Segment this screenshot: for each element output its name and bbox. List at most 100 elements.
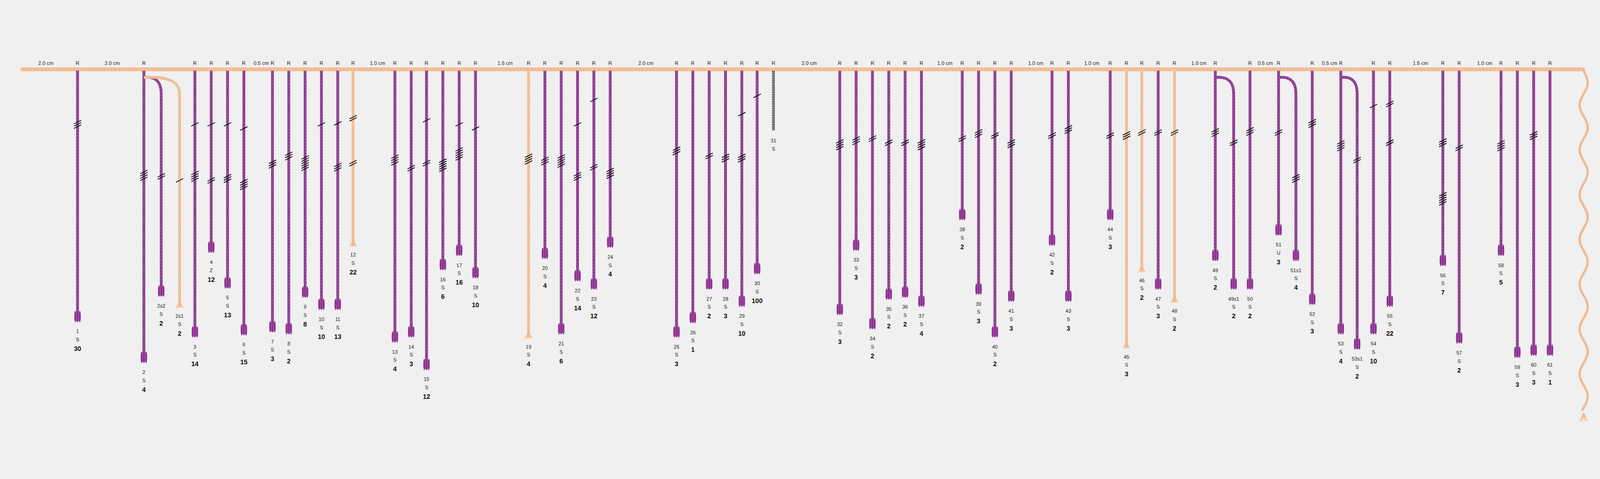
spacing-label: 1.0 cm xyxy=(1476,60,1493,66)
pendant-cord xyxy=(740,70,744,307)
r-label: R xyxy=(723,60,728,66)
cord-value: 4 xyxy=(543,282,547,290)
end-knot-lump xyxy=(855,239,857,251)
cord-fray xyxy=(528,332,532,339)
end-knot-lump xyxy=(708,278,710,290)
r-label: R xyxy=(1172,60,1177,66)
cord-value: 7 xyxy=(1440,289,1445,296)
cord-fray xyxy=(1583,413,1588,422)
knot-mark xyxy=(917,146,926,151)
knot-mark xyxy=(157,175,166,180)
twist-direction: S xyxy=(76,337,80,343)
pendant-cord xyxy=(474,70,478,278)
spacing-label: 2.0 cm xyxy=(638,60,654,66)
cord-value: 2 xyxy=(707,312,712,320)
cord-twist xyxy=(1215,77,1234,290)
knot-mark xyxy=(317,122,325,127)
cord-twist xyxy=(304,70,306,298)
cord-value: 4 xyxy=(526,360,531,368)
knot-mark xyxy=(573,122,582,127)
knot-mark xyxy=(407,167,415,172)
spacing-label: 1.0 cm xyxy=(1084,60,1100,66)
end-knot-lump xyxy=(339,299,341,311)
cord-twist xyxy=(708,70,710,290)
knot-mark xyxy=(472,126,480,131)
end-knot-lump xyxy=(442,259,444,271)
end-knot-lump xyxy=(738,295,740,308)
cord-number: 58 xyxy=(1498,262,1504,268)
end-knot-lump xyxy=(212,242,214,254)
pendant-cord xyxy=(1173,70,1176,302)
cord-number: 23 xyxy=(590,296,597,302)
r-label: R xyxy=(1139,60,1144,66)
end-knot-lump xyxy=(574,270,576,282)
end-knot-lump xyxy=(194,326,196,338)
cord-number: 30 xyxy=(754,281,760,287)
cord-twist xyxy=(410,70,412,337)
twist-direction: S xyxy=(1339,349,1343,355)
twist-direction: S xyxy=(242,350,246,356)
end-knot-lump xyxy=(963,209,965,221)
cord-twist xyxy=(888,70,890,300)
cord-twist xyxy=(756,70,758,274)
spacing-label: 0.5 cm xyxy=(1257,60,1273,66)
pendant-cord xyxy=(425,70,428,370)
cord-twist xyxy=(394,70,396,343)
cord-value: 22 xyxy=(349,269,357,276)
pendant-cord xyxy=(724,70,727,290)
end-knot-lump xyxy=(1552,344,1553,356)
end-knot-lump xyxy=(271,321,273,333)
end-knot-lump xyxy=(904,286,906,298)
cord-value: 2 xyxy=(886,323,891,330)
twist-direction: S xyxy=(1248,304,1252,310)
end-knot-lump xyxy=(318,299,320,311)
r-label: R xyxy=(473,60,478,66)
end-knot-lump xyxy=(285,323,287,335)
end-knot-lump xyxy=(1212,249,1214,261)
knot-mark xyxy=(207,179,215,184)
cord-value: 5 xyxy=(1499,279,1503,286)
cord-fray xyxy=(176,301,180,308)
end-knot-lump xyxy=(692,312,694,324)
twist-direction: S xyxy=(976,309,981,315)
pendant-cord xyxy=(1156,70,1160,290)
end-knot-lump xyxy=(1535,344,1537,356)
cord-number: 18 xyxy=(472,285,479,291)
primary-cord xyxy=(20,67,1585,72)
end-knot-lump xyxy=(1013,290,1015,302)
cord-number: 42 xyxy=(1049,252,1055,258)
cord-value: 2 xyxy=(1139,294,1144,302)
end-knot-lump xyxy=(1107,209,1109,221)
end-knot-lump xyxy=(460,244,462,256)
knot-mark xyxy=(224,122,232,127)
cord-fray xyxy=(353,240,357,247)
cord-number: 38 xyxy=(959,227,965,233)
spacing-label: 2.0 cm xyxy=(801,60,817,66)
cord-value: 3 xyxy=(1156,312,1161,320)
end-knot-lump xyxy=(413,326,414,338)
knot-mark xyxy=(1170,131,1179,136)
r-label: R xyxy=(1457,60,1462,66)
end-knot-lump xyxy=(754,263,756,275)
knot-mark xyxy=(349,117,357,122)
knot-mark xyxy=(590,166,598,171)
twist-direction: S xyxy=(1440,281,1445,287)
knot-mark xyxy=(268,164,277,169)
end-knot-lump xyxy=(1354,338,1356,350)
spacing-label: 1.0 cm xyxy=(1191,60,1207,66)
cord-number: 22 xyxy=(574,288,581,294)
cord-twist xyxy=(143,77,180,307)
r-label: R xyxy=(992,60,997,66)
end-knot-lump xyxy=(1461,332,1463,344)
cord-number: 61 xyxy=(1546,362,1553,368)
knot-mark xyxy=(525,160,533,165)
pendant-cord xyxy=(1125,70,1128,348)
end-knot-lump xyxy=(163,285,165,297)
end-knot-lump xyxy=(1295,249,1297,261)
pendant-cord xyxy=(1009,70,1013,302)
twist-direction: S xyxy=(457,271,461,277)
cord-twist xyxy=(1458,70,1460,343)
r-label: R xyxy=(1440,60,1445,66)
end-knot-lump xyxy=(1051,234,1053,246)
end-knot-lump xyxy=(1008,290,1010,302)
